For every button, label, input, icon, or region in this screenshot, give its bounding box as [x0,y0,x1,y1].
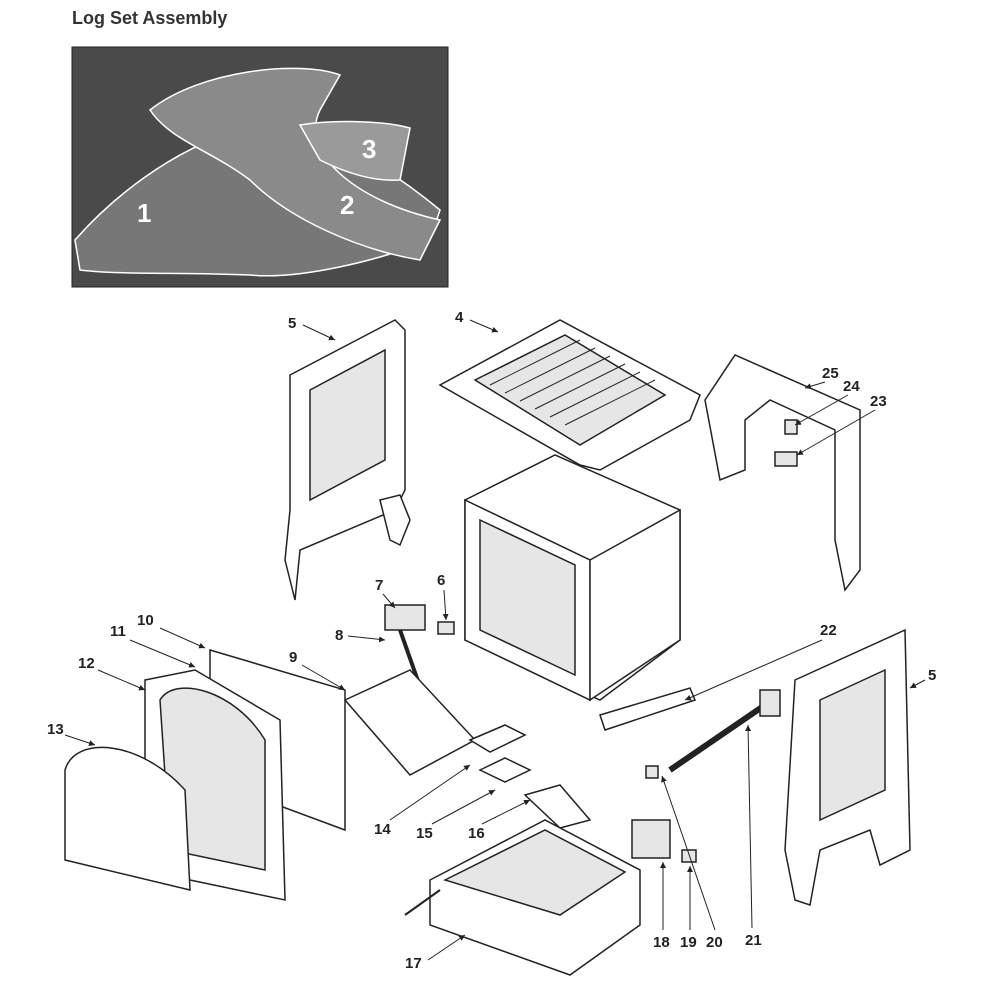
svg-text:4: 4 [455,309,464,326]
callout-24: 24 [794,378,860,426]
svg-text:17: 17 [405,955,422,972]
svg-text:22: 22 [820,622,837,639]
callout-13: 13 [47,721,96,746]
svg-text:6: 6 [437,572,445,589]
svg-text:23: 23 [870,393,887,410]
svg-text:5: 5 [288,315,296,332]
firebox [464,454,681,702]
svg-text:24: 24 [843,378,860,395]
callout-5-left: 5 [288,315,336,341]
callout-12: 12 [78,655,146,691]
glass-panel [64,746,191,891]
svg-text:7: 7 [375,577,383,594]
side-panel-left [284,319,411,601]
svg-text:18: 18 [653,934,670,951]
callout-9: 9 [289,649,346,691]
callout-14: 14 [374,764,471,838]
side-panel-right [784,628,911,906]
svg-text:19: 19 [680,934,697,951]
page-title: Log Set Assembly [72,8,228,28]
callout-6: 6 [437,572,449,621]
callout-5-right: 5 [909,667,936,689]
log-label-1: 1 [137,198,151,228]
svg-text:21: 21 [745,932,762,949]
log-3 [298,120,411,181]
svg-text:11: 11 [110,623,126,640]
burner-parts [343,604,477,776]
svg-text:13: 13 [47,721,64,738]
callout-10: 10 [137,612,206,649]
log-2 [148,67,442,261]
callout-22: 22 [684,622,837,701]
callout-4: 4 [455,309,499,333]
svg-text:15: 15 [416,825,433,842]
part-23 [774,451,798,467]
callout-16: 16 [468,799,531,842]
callout-21: 21 [745,724,762,949]
svg-text:16: 16 [468,825,485,842]
svg-text:14: 14 [374,821,391,838]
svg-text:9: 9 [289,649,297,666]
part-24 [784,419,798,435]
callout-8: 8 [335,627,386,644]
svg-text:20: 20 [706,934,723,951]
callout-17: 17 [405,934,466,972]
callout-18: 18 [653,862,670,951]
log-label-2: 2 [340,190,354,220]
callout-7: 7 [375,577,396,609]
svg-text:10: 10 [137,612,154,629]
callout-23: 23 [796,393,887,456]
callout-15: 15 [416,789,496,842]
valve-and-fittings [599,687,781,863]
valve-tray [404,819,641,976]
front-door-assembly [64,648,346,901]
brackets [468,724,592,829]
svg-text:5: 5 [928,667,936,684]
callout-19: 19 [680,866,697,951]
log-set-photo: 1 2 3 [71,46,449,288]
log-label-3: 3 [362,134,376,164]
svg-text:25: 25 [822,365,839,382]
callout-20: 20 [661,775,723,951]
svg-text:8: 8 [335,627,343,644]
callout-11: 11 [110,623,196,668]
top-grate [438,319,701,471]
callout-25: 25 [804,365,839,390]
rear-shroud [704,354,861,592]
svg-text:12: 12 [78,655,95,672]
